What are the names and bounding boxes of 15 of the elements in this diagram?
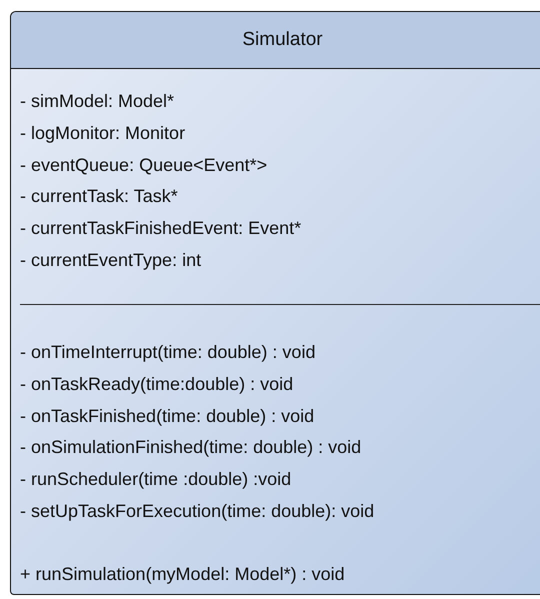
attribute-text: - eventQueue: Queue<Event*> xyxy=(20,154,268,177)
attribute-text: - simModel: Model* xyxy=(20,90,176,113)
method-text: + runSimulation(myModel: Model*) : void xyxy=(20,562,346,586)
method-text: - onTaskFinished(time: double) : void xyxy=(20,404,316,428)
attribute-text: - currentTask: Task* xyxy=(20,185,179,208)
method-text: - runScheduler(time :double) :void xyxy=(20,468,292,492)
class-name: Simulator xyxy=(241,29,323,51)
class-box xyxy=(10,11,540,595)
attribute-text: - currentTaskFinishedEvent: Event* xyxy=(20,217,302,240)
method-text: - onSimulationFinished(time: double) : void xyxy=(20,436,362,460)
method-text: - onTimeInterrupt(time: double) : void xyxy=(20,341,316,364)
method-text: - setUpTaskForExecution(time: double): void xyxy=(20,500,376,523)
attribute-text: - currentEventType: int xyxy=(20,248,202,272)
attribute-text: - logMonitor: Monitor xyxy=(20,122,186,145)
method-text: - onTaskReady(time:double) : void xyxy=(20,372,294,396)
